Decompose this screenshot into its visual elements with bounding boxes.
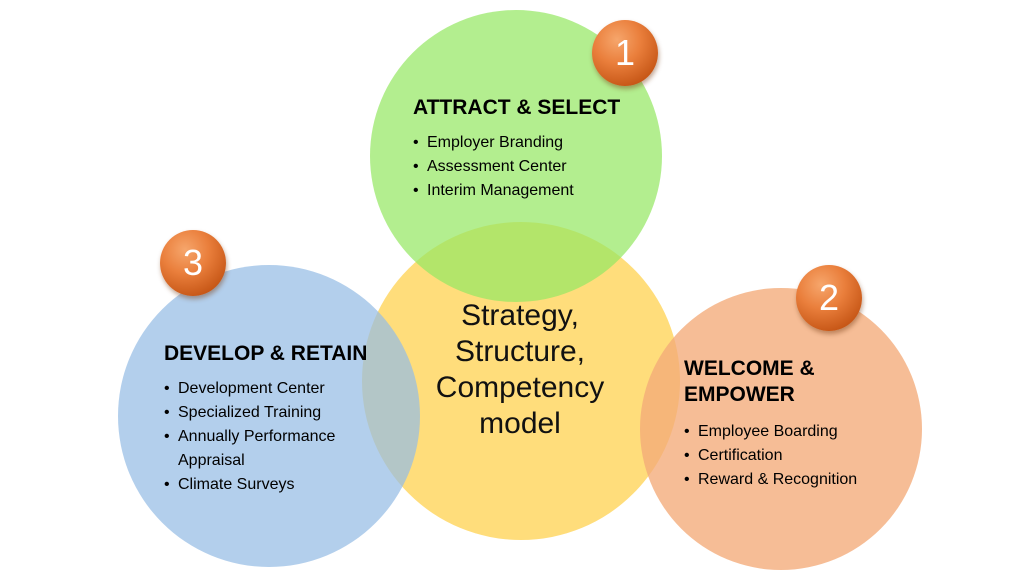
develop-retain-block: DEVELOP & RETAIN Development Center Spec…: [164, 341, 399, 497]
list-item: Development Center: [164, 377, 399, 401]
step-3-badge: 3: [160, 230, 226, 296]
list-item: Employee Boarding: [684, 420, 904, 444]
attract-select-block: ATTRACT & SELECT Employer Branding Asses…: [413, 95, 653, 203]
list-item: Reward & Recognition: [684, 468, 904, 492]
attract-select-list: Employer Branding Assessment Center Inte…: [413, 131, 653, 203]
welcome-empower-list: Employee Boarding Certification Reward &…: [684, 420, 904, 492]
center-strategy-text: Strategy, Structure, Competency model: [435, 299, 605, 440]
list-item: Employer Branding: [413, 131, 653, 155]
welcome-empower-heading: WELCOME & EMPOWER: [684, 357, 815, 406]
develop-retain-list: Development Center Specialized Training …: [164, 377, 399, 497]
welcome-empower-block: WELCOME & EMPOWER Employee Boarding Cert…: [684, 356, 904, 492]
step-2-badge: 2: [796, 265, 862, 331]
list-item: Climate Surveys: [164, 473, 399, 497]
list-item: Assessment Center: [413, 155, 653, 179]
list-item: Certification: [684, 444, 904, 468]
list-item: Specialized Training: [164, 401, 399, 425]
list-item: Annually Performance Appraisal: [164, 425, 399, 473]
step-1-badge: 1: [592, 20, 658, 86]
attract-select-heading: ATTRACT & SELECT: [413, 96, 621, 119]
list-item: Interim Management: [413, 179, 653, 203]
develop-retain-heading: DEVELOP & RETAIN: [164, 342, 368, 365]
